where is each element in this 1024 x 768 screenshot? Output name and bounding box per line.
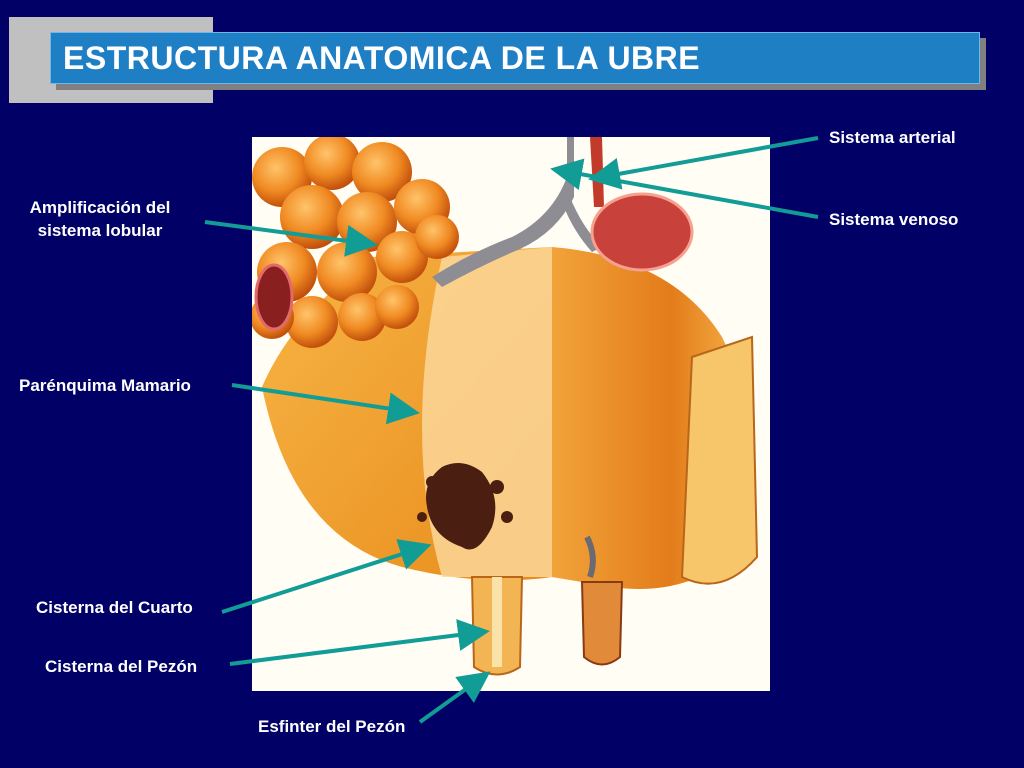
label-amplificacion: Amplificación del sistema lobular [10, 196, 190, 242]
label-amplificacion-line2: sistema lobular [37, 221, 163, 240]
label-cisterna-pezon: Cisterna del Pezón [45, 657, 198, 676]
teat-right [580, 581, 624, 666]
artery-vessel [590, 137, 604, 207]
vessel-cross-section [254, 263, 294, 331]
title-bar: ESTRUCTURA ANATOMICA DE LA UBRE [50, 32, 980, 84]
label-sistema-arterial: Sistema arterial [829, 128, 956, 147]
label-parenquima: Parénquima Mamario [19, 376, 191, 395]
gland-cistern [417, 463, 513, 550]
vein-branch [432, 137, 574, 287]
teat-canal [492, 577, 502, 667]
label-esfinter-pezon: Esfinter del Pezón [258, 717, 406, 736]
lymph-node [590, 192, 694, 272]
label-cisterna-cuarto: Cisterna del Cuarto [36, 598, 193, 617]
slide-title: ESTRUCTURA ANATOMICA DE LA UBRE [63, 39, 701, 76]
skin-flap [680, 335, 759, 585]
label-sistema-venoso: Sistema venoso [829, 210, 959, 229]
udder-illustration-svg [252, 137, 759, 676]
udder-anatomy-illustration [252, 137, 770, 691]
label-amplificacion-line1: Amplificación del [29, 198, 171, 217]
